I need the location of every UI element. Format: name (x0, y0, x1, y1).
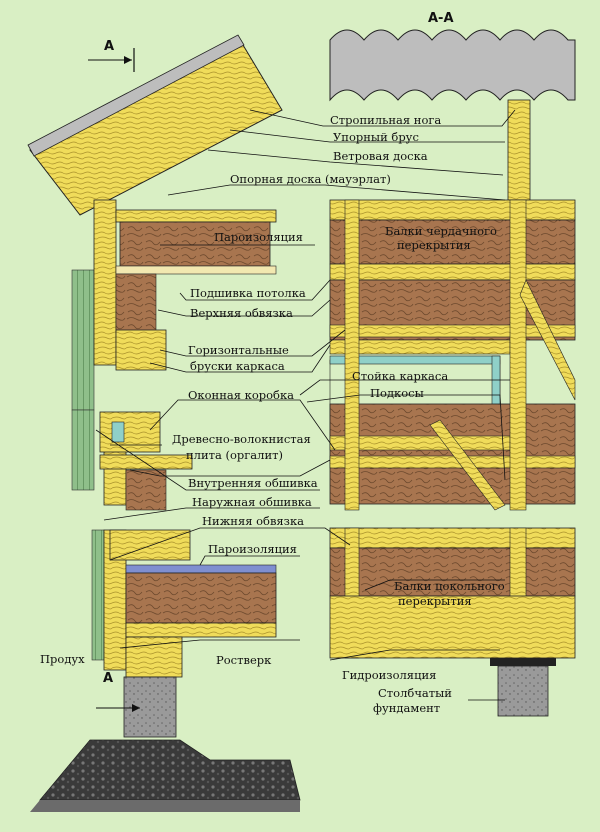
label-braces: Подкосы (370, 386, 424, 400)
attic-insulation-right (329, 219, 576, 265)
frame-post-right-2 (509, 199, 527, 511)
label-vent: Продух (40, 652, 85, 666)
pile-right (497, 665, 549, 717)
leader-lines (95, 109, 516, 701)
mauerlat-right (329, 199, 576, 221)
section-letter-bottom: А (103, 671, 113, 686)
section-title: А-А (428, 11, 454, 26)
outer-lining-bottom (91, 529, 105, 661)
label-outer-lining: Наружная обшивка (192, 495, 312, 509)
label-horiz-bars-2: бруски каркаса (190, 359, 285, 373)
right-section-drawing (329, 29, 576, 717)
pile-left (123, 676, 177, 738)
label-pile-foundation-2: фундамент (373, 701, 440, 715)
subfloor-left (125, 622, 277, 638)
wall-insulation-mid (125, 469, 167, 511)
label-basement-beams-2: перекрытия (398, 594, 472, 608)
vapor-barrier-bottom-left (125, 564, 277, 574)
label-wind-board: Ветровая доска (333, 149, 428, 163)
frame-post-right-1 (344, 199, 360, 511)
attic-beam-top-left (115, 209, 277, 223)
label-basement-beams-1: Балки цокольного (394, 579, 505, 593)
waterproofing-right (490, 658, 556, 666)
attic-insulation-left (119, 221, 271, 267)
window-glass-left (111, 421, 125, 443)
label-vapor-bottom: Пароизоляция (208, 542, 297, 556)
wall-insulation-top (115, 273, 157, 335)
top-plate-right (329, 263, 576, 281)
label-rafter: Стропильная нога (330, 113, 441, 127)
label-inner-lining: Внутренняя обшивка (188, 476, 318, 490)
left-section-drawing (27, 34, 301, 812)
ceiling-lining-left (115, 265, 277, 275)
section-marker-bottom: А (96, 671, 140, 712)
windowsill-left (99, 454, 193, 470)
section-letter-top: А (104, 39, 114, 54)
label-vapor-top: Пароизоляция (214, 230, 303, 244)
horizontal-bars-left (115, 329, 167, 371)
outer-lining-top (71, 269, 95, 411)
label-pile-foundation-1: Столбчатый (378, 686, 452, 700)
bottom-plate-right (329, 527, 576, 549)
label-top-plate: Верхняя обвязка (190, 306, 293, 320)
outer-lining-mid (71, 409, 95, 491)
label-fiberboard-2: плита (оргалит) (186, 448, 283, 462)
ground-gravel-left (39, 739, 301, 801)
section-marker-top: А (88, 39, 135, 72)
corrugated-roof (329, 29, 576, 102)
window-box-left (99, 411, 161, 453)
roof-cover-left (27, 34, 245, 157)
label-window-box: Оконная коробка (188, 388, 294, 402)
labels: А-А Стропильная нога Упорный брус Ветров… (40, 11, 505, 715)
label-bottom-plate: Нижняя обвязка (202, 514, 304, 528)
label-mauerlat: Опорная доска (мауэрлат) (230, 172, 391, 186)
label-horiz-bars-1: Горизонтальные (188, 343, 289, 357)
label-attic-beams-2: перекрытия (397, 238, 471, 252)
horizontal-bar-right-3 (329, 455, 576, 469)
brace-right-1 (519, 279, 576, 401)
label-frame-post: Стойка каркаса (352, 369, 448, 383)
grillage-right (329, 595, 576, 659)
label-waterproofing: Гидроизоляция (342, 668, 436, 682)
label-fiberboard-1: Древесно-волокнистая (172, 432, 311, 446)
label-attic-beams-1: Балки чердачного (385, 224, 497, 238)
label-stop-beam: Упорный брус (333, 130, 419, 144)
brace-right-2 (429, 419, 506, 511)
label-ceiling-lining: Подшивка потолка (190, 286, 306, 300)
basement-insulation-left (125, 572, 277, 624)
label-grillage: Ростверк (216, 653, 272, 667)
ground-base-left (30, 800, 300, 812)
frame-post-left-top (93, 199, 117, 366)
